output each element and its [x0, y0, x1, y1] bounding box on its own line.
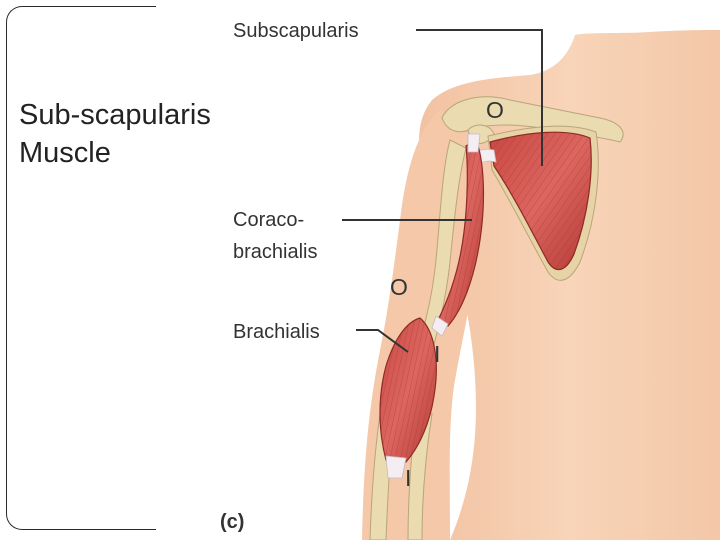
label-coracobrachialis-line-2: brachialis [233, 241, 317, 263]
marker-origin-brachialis: O [390, 274, 408, 300]
slide-title-line-1: Sub-scapularis [19, 99, 211, 131]
anatomy-illustration: Subscapularis Coraco- brachialis Brachia… [220, 20, 720, 540]
frame-bracket [6, 6, 156, 530]
label-subscapularis: Subscapularis [233, 20, 359, 42]
slide-title-line-2: Muscle [19, 137, 111, 169]
marker-insertion-coracobrachialis: I [434, 341, 440, 367]
label-coracobrachialis-line-1: Coraco- [233, 209, 304, 231]
subscapularis-fibers [490, 132, 592, 270]
coracobrachialis-tendon-top [467, 133, 481, 153]
brachialis-leader-line [356, 329, 409, 353]
brachialis-fibers [380, 318, 437, 462]
coracobrachialis-fibers [438, 140, 484, 326]
brachialis-tendon [385, 455, 407, 479]
slide-title: Sub-scapularis Muscle [19, 96, 299, 172]
subscapularis-leader-line [416, 29, 543, 166]
marker-insertion-brachialis: I [405, 465, 411, 491]
label-brachialis: Brachialis [233, 321, 320, 343]
anatomy-figure: Subscapularis Coraco- brachialis Brachia… [150, 0, 720, 540]
marker-origin-subscapularis: O [486, 97, 504, 123]
panel-tag: (c) [220, 511, 244, 533]
coracobrachialis-tendon-bottom [431, 315, 449, 337]
